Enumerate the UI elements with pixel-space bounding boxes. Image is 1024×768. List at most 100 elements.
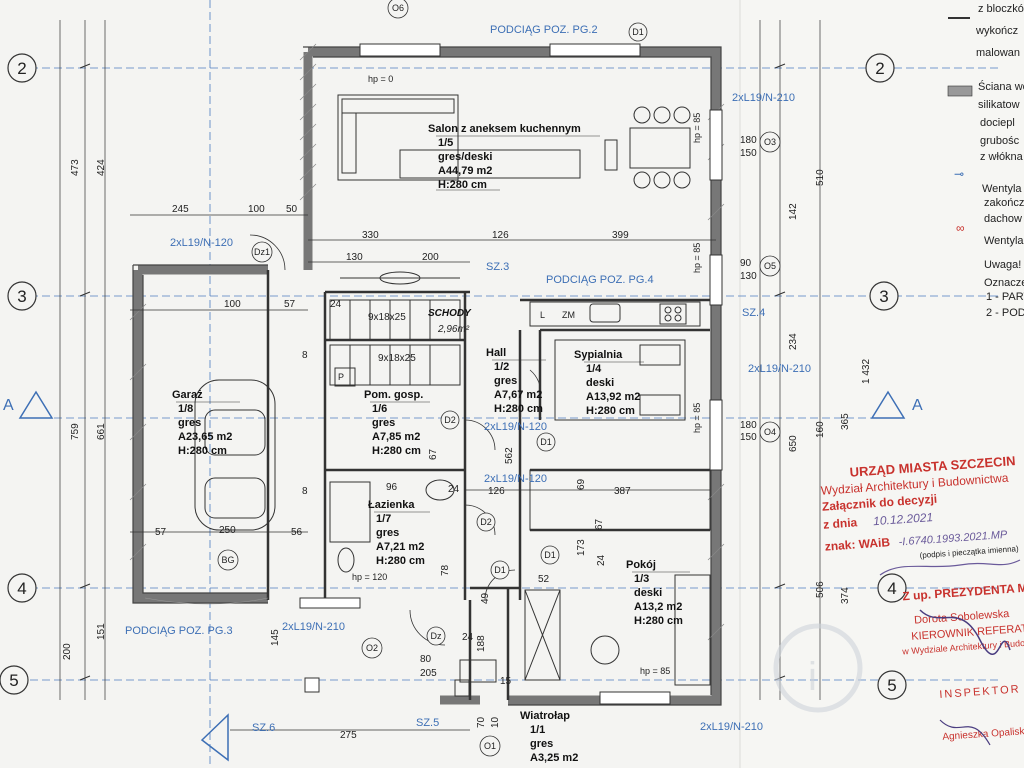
dimension-text: 205 [420,668,437,679]
dimension-text: 10 [490,716,501,728]
room-garage-height: H:280 cm [178,445,227,457]
dimension-text: 69 [576,478,587,490]
room-salon-floor: gres/deski [438,151,492,163]
room-pokoj-num: 1/3 [634,573,649,585]
window-tag: O2 [366,643,378,653]
dimension-text: 424 [96,159,107,176]
dimension-text: 1 432 [861,359,872,384]
window-tag: O6 [392,3,404,13]
sz3-label: SZ.3 [486,261,509,273]
svg-text:Wentyla: Wentyla [984,235,1024,247]
dimension-text: 130 [740,271,757,282]
stamp-sign-label: znak: WAiB [824,535,890,554]
dimension-text: 245 [172,204,189,215]
svg-text:1 - PARTE: 1 - PARTE [986,291,1024,303]
axis-label: 4 [17,579,26,598]
room-hall-height: H:280 cm [494,403,543,415]
dimension-text: 365 [840,413,851,430]
room-bedroom-num: 1/4 [586,363,602,375]
stairs-steps-lower: 9x18x25 [378,353,416,364]
dimension-text: 50 [286,204,298,215]
dimension-text: 67 [428,448,439,460]
sill-height-label: hp = 120 [352,572,387,582]
door-tag: D1 [540,437,552,447]
room-vestibule-area: A3,25 m2 [530,752,578,764]
room-bedroom-height: H:280 cm [586,405,635,417]
room-hall-num: 1/2 [494,361,509,373]
room-garage-floor: gres [178,417,201,429]
sill-height-label: hp = 85 [692,403,702,433]
dimension-text: 180 [740,135,757,146]
door-tag: D1 [544,550,556,560]
dimension-text: 506 [815,581,826,598]
svg-text:wykończ: wykończ [975,25,1018,37]
axis-3-right-marker [869,281,899,311]
axis-5-left-marker [0,665,29,695]
room-salon-name: Salon z aneksem kuchennym [428,123,581,135]
lintel-label: 2xL19/N-210 [732,92,795,104]
room-utility-name: Pom. gosp. [364,389,423,401]
axis-2-left-marker [7,53,37,83]
room-garage-area: A23,65 m2 [178,431,232,443]
dimension-text: 126 [488,486,505,497]
dimension-text: 56 [291,527,303,538]
axis-label: 5 [9,671,18,690]
dimension-text: 70 [476,716,487,728]
room-garage-num: 1/8 [178,403,193,415]
door-tag: D2 [480,517,492,527]
stairs-label: SCHODY [428,308,472,319]
lintel-label: 2xL19/N-120 [484,473,547,485]
dimension-text: 130 [346,252,363,263]
stamp-date-label: z dnia [823,515,858,531]
dimension-text: 188 [476,635,487,652]
room-utility-floor: gres [372,417,395,429]
dimension-text: 759 [70,423,81,440]
dimension-text: 8 [302,486,308,497]
svg-text:z włókna: z włókna [980,151,1024,163]
dimension-text: 180 [740,420,757,431]
axis-label: 2 [875,59,884,78]
dimension-text: 650 [788,435,799,452]
svg-text:Uwaga!: Uwaga! [984,259,1021,271]
room-pokoj-area: A13,2 m2 [634,601,682,613]
watermark-logo [773,623,863,713]
dimension-text: 100 [248,204,265,215]
svg-text:z bloczkó: z bloczkó [978,3,1024,15]
dimension-text: 234 [788,333,799,350]
dimension-text: 8 [302,350,308,361]
window-tag: O5 [764,261,776,271]
sill-height-label: hp = 85 [692,113,702,143]
dimension-text: 562 [504,447,515,464]
sill-height-label: hp = 85 [640,666,670,676]
window-tag: O4 [764,427,776,437]
beam-pg2-label: PODCIĄG POZ. PG.2 [490,24,598,36]
room-vestibule-floor: gres [530,738,553,750]
room-hall-name: Hall [486,347,506,359]
room-garage-name: Garaż [172,389,203,401]
sill-height-label: hp = 0 [368,74,393,84]
dimension-text: 250 [219,525,236,536]
dimension-text: 57 [155,527,167,538]
axis-label: 2 [17,59,26,78]
dimension-text: 145 [270,629,281,646]
dimension-text: 399 [612,230,629,241]
dimension-text: 142 [788,203,799,220]
svg-text:⊸: ⊸ [954,167,964,181]
room-vestibule-name: Wiatrołap [520,710,570,722]
door-tag: Dz [431,631,442,641]
dimension-lines [59,20,821,731]
svg-text:zakończ: zakończ [984,197,1024,209]
svg-text:Wentyla: Wentyla [982,183,1022,195]
dimension-text: 90 [740,258,752,269]
dimension-text: 150 [740,432,757,443]
dimension-text: 78 [440,564,451,576]
svg-text:malowan: malowan [976,47,1020,59]
kitchen-zm-label: ZM [562,310,575,320]
dimension-text: 49 [480,592,491,604]
dimension-text: 24 [330,299,342,310]
room-bathroom-height: H:280 cm [376,555,425,567]
room-salon-num: 1/5 [438,137,453,149]
dimension-text: 80 [420,654,432,665]
lintel-label: 2xL19/N-210 [748,363,811,375]
room-pokoj-name: Pokój [626,559,656,571]
